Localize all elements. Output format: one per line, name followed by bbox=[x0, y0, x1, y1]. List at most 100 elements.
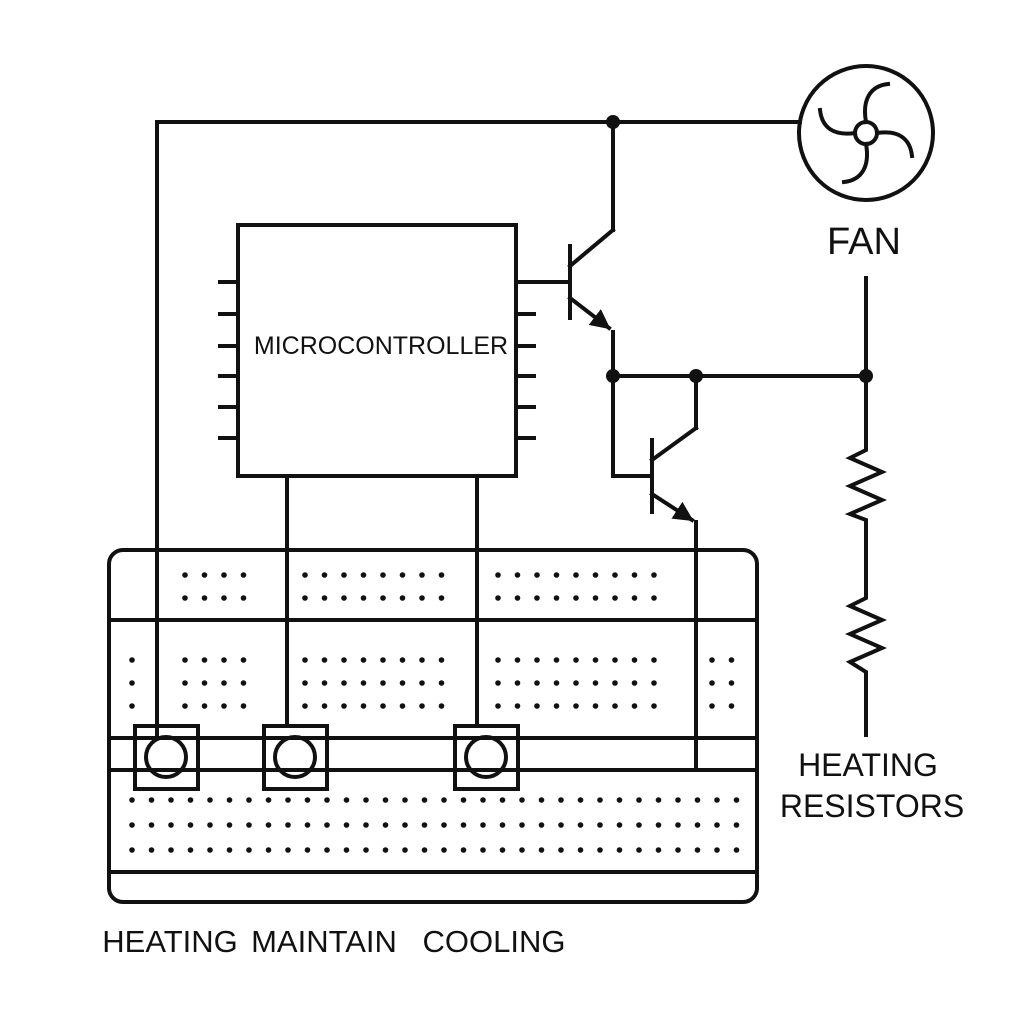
breadboard-hole bbox=[733, 822, 740, 828]
breadboard-hole bbox=[514, 572, 521, 578]
breadboard-hole bbox=[519, 822, 525, 828]
breadboard-hole bbox=[419, 680, 425, 686]
fan-label: FAN bbox=[827, 221, 901, 263]
breadboard-hole bbox=[694, 847, 701, 853]
wires bbox=[155, 115, 873, 772]
breadboard-hole bbox=[380, 595, 386, 601]
breadboard-hole bbox=[265, 797, 272, 803]
breadboard-hole bbox=[438, 680, 445, 686]
button-housing bbox=[133, 724, 200, 791]
breadboard-hole bbox=[438, 657, 445, 663]
cooling-button[interactable] bbox=[453, 724, 520, 791]
breadboard-hole bbox=[360, 680, 367, 686]
breadboard-hole bbox=[321, 680, 328, 686]
breadboard-holes bbox=[129, 572, 740, 853]
heating-resistors-label-line2: RESISTORS bbox=[780, 788, 964, 824]
breadboard-hole bbox=[534, 595, 540, 601]
heating-button[interactable] bbox=[133, 724, 200, 791]
wire-top-rail bbox=[155, 120, 802, 740]
breadboard-hole bbox=[285, 797, 291, 803]
breadboard-hole bbox=[460, 847, 467, 853]
breadboard-hole bbox=[168, 797, 174, 803]
breadboard-hole bbox=[402, 797, 408, 803]
button-housing bbox=[453, 724, 520, 791]
breadboard-hole bbox=[302, 595, 308, 601]
breadboard-hole bbox=[553, 680, 560, 686]
breadboard-hole bbox=[240, 680, 247, 686]
heating-resistors-label-line1: HEATING bbox=[798, 747, 938, 783]
breadboard-hole bbox=[553, 703, 560, 709]
fan-blade bbox=[817, 107, 858, 136]
fan-blade bbox=[841, 141, 869, 185]
breadboard-hole bbox=[534, 703, 540, 709]
breadboard-hole bbox=[519, 797, 525, 803]
breadboard-hole bbox=[631, 703, 638, 709]
breadboard-hole bbox=[438, 572, 445, 578]
breadboard-hole bbox=[534, 680, 540, 686]
breadboard-hole bbox=[341, 572, 347, 578]
breadboard-hole bbox=[302, 572, 308, 578]
breadboard-hole bbox=[651, 657, 657, 663]
breadboard-hole bbox=[129, 847, 135, 853]
breadboard-hole bbox=[341, 595, 347, 601]
breadboard-hole bbox=[419, 595, 425, 601]
button-cap bbox=[144, 735, 188, 779]
button-cap bbox=[464, 735, 508, 779]
fan-icon bbox=[797, 64, 935, 202]
breadboard-hole bbox=[363, 822, 369, 828]
microcontroller-pins-left bbox=[218, 280, 238, 440]
breadboard-hole bbox=[709, 657, 715, 663]
breadboard-hole bbox=[514, 680, 521, 686]
breadboard-hole bbox=[382, 847, 389, 853]
breadboard-hole bbox=[343, 847, 350, 853]
breadboard-hole bbox=[573, 703, 579, 709]
breadboard-hole bbox=[380, 657, 386, 663]
npn-transistor-q2 bbox=[649, 425, 699, 523]
breadboard-hole bbox=[246, 822, 252, 828]
fan-housing bbox=[797, 64, 935, 202]
breadboard-hole bbox=[636, 847, 642, 853]
breadboard-hole bbox=[129, 657, 135, 663]
breadboard-hole bbox=[631, 595, 638, 601]
breadboard-hole bbox=[714, 847, 720, 853]
breadboard-hole bbox=[207, 822, 213, 828]
breadboard-hole bbox=[553, 572, 560, 578]
breadboard-hole bbox=[538, 847, 545, 853]
breadboard-hole bbox=[616, 822, 623, 828]
breadboard-hole bbox=[304, 847, 311, 853]
microcontroller-body bbox=[236, 223, 518, 478]
breadboard-hole bbox=[182, 657, 188, 663]
breadboard-hole bbox=[182, 595, 188, 601]
breadboard-hole bbox=[631, 657, 638, 663]
breadboard-hole bbox=[728, 703, 735, 709]
breadboard-hole bbox=[538, 822, 545, 828]
breadboard-hole bbox=[324, 822, 330, 828]
breadboard-hole bbox=[573, 572, 579, 578]
breadboard-hole bbox=[636, 797, 642, 803]
breadboard-hole bbox=[240, 595, 247, 601]
breadboard-hole bbox=[499, 797, 506, 803]
breadboard-hole bbox=[651, 680, 657, 686]
breadboard-hole bbox=[321, 595, 328, 601]
breadboard-hole bbox=[182, 703, 188, 709]
breadboard-hole bbox=[380, 572, 386, 578]
breadboard-hole bbox=[441, 847, 447, 853]
breadboard-hole bbox=[514, 703, 521, 709]
breadboard-hole bbox=[558, 822, 564, 828]
breadboard-hole bbox=[402, 847, 408, 853]
breadboard-hole bbox=[399, 595, 406, 601]
breadboard-hole bbox=[728, 680, 735, 686]
breadboard-hole bbox=[419, 572, 425, 578]
breadboard-hole bbox=[714, 797, 720, 803]
breadboard-hole bbox=[558, 797, 564, 803]
maintain-button[interactable] bbox=[262, 724, 329, 791]
breadboard-hole bbox=[360, 595, 367, 601]
breadboard-hole bbox=[460, 797, 467, 803]
breadboard-hole bbox=[651, 595, 657, 601]
cooling-button-label: COOLING bbox=[423, 924, 566, 959]
breadboard-hole bbox=[207, 847, 213, 853]
breadboard-hole bbox=[419, 703, 425, 709]
breadboard-hole bbox=[655, 822, 662, 828]
breadboard-hole bbox=[675, 847, 681, 853]
breadboard-hole bbox=[612, 595, 618, 601]
